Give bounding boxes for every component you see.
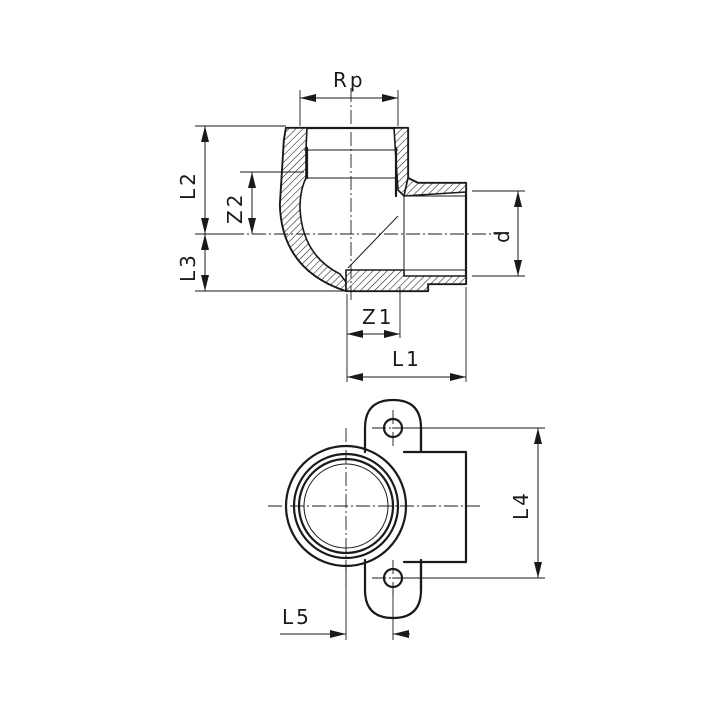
bore-thread-lines [304,149,467,276]
front-view: L4 L5 [268,398,545,640]
extension-lines [195,90,525,382]
dim-label-z2: Z2 [223,192,247,224]
dim-label-l1: L1 [392,347,422,371]
dim-label-l3: L3 [176,252,200,282]
vertical-bore [305,146,398,198]
front-extension-lines [345,427,545,640]
dim-label-l4: L4 [509,490,533,520]
dim-label-d: d [490,227,514,243]
inner-bend-line [347,215,399,269]
branch-body-outline [402,424,468,592]
wall-section-branch-top [403,177,467,197]
dim-label-l2: L2 [176,170,200,200]
wall-section-upper-left [279,127,347,292]
wall-section-bottom [345,269,467,292]
dim-label-z1: Z1 [362,305,394,329]
branch-bore-lines [404,195,466,271]
section-view: Rp L2 Z2 L3 d Z1 L1 [176,68,525,382]
dim-label-l5: L5 [282,605,312,629]
dim-label-rp: Rp [333,68,366,92]
